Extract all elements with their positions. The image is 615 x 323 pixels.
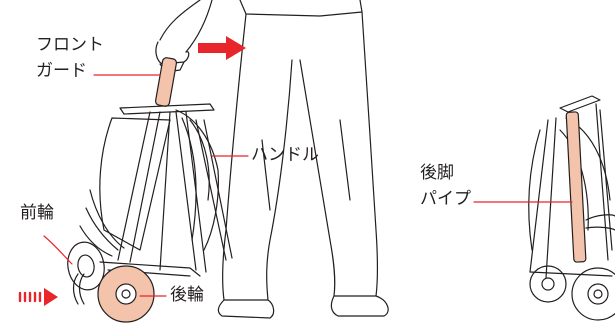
label-rear-leg-pipe-line1: 後脚 [420,163,454,183]
rear-wheel-left [97,265,155,323]
label-rear-leg-pipe-line2: パイプ [420,189,471,209]
label-front-guard-line2: ガード [36,61,87,81]
label-front-guard-line1: フロント [36,35,104,55]
label-handle: ハンドル [251,145,319,165]
folded-stroller-left [67,57,233,305]
callout-lines [43,74,573,297]
callout-line-front-wheel [43,235,73,265]
folded-stroller-right [528,95,615,321]
person-legs [217,0,389,319]
front-guard-highlight [154,57,178,107]
label-rear-wheel: 後輪 [170,285,204,305]
label-front-wheel: 前輪 [20,203,54,223]
push-direction-arrow [198,36,246,60]
rolling-direction-arrow [18,288,58,306]
rear-leg-pipe-highlight [565,111,587,263]
